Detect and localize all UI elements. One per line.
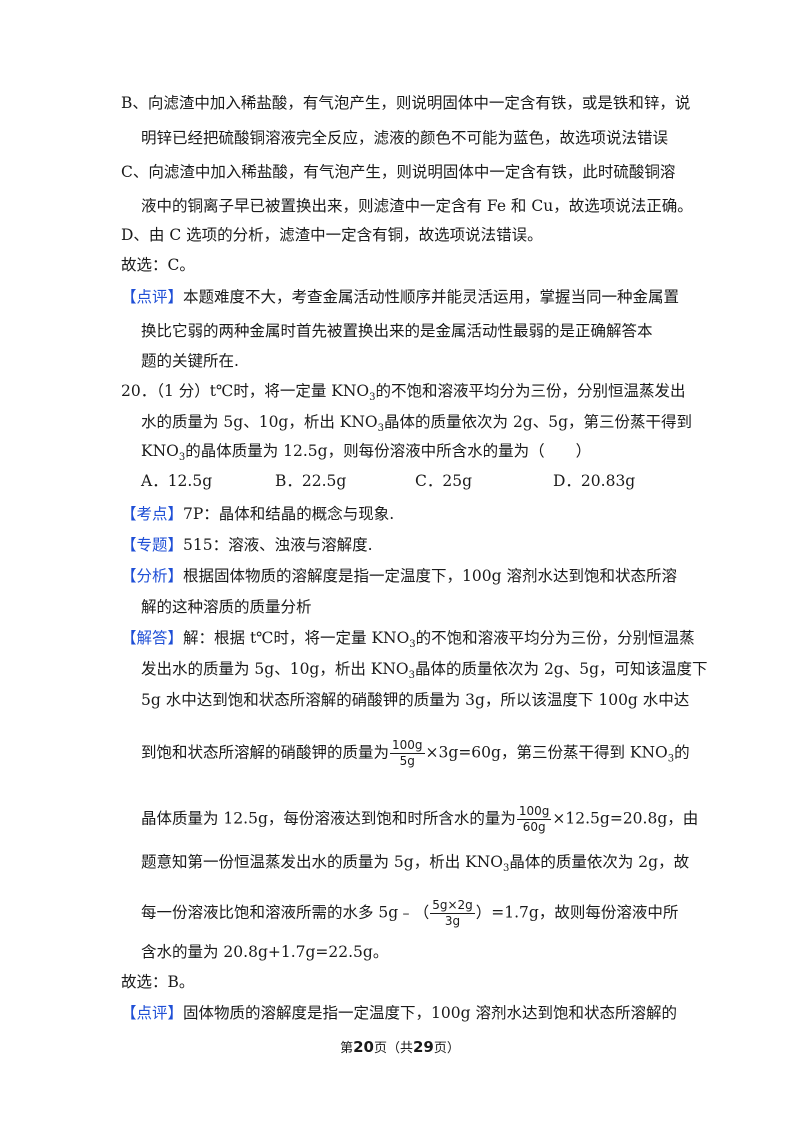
- total-page-number: 29: [413, 1038, 434, 1056]
- option-d: D．20.83g: [553, 472, 636, 490]
- solution-line3: 5g 水中达到饱和状态所溶解的硝酸钾的质量为 3g，所以该温度下 100g 水中…: [141, 691, 690, 709]
- option-c-line2: 液中的铜离子早已被置换出来，则滤渣中一定含有 Fe 和 Cu，故选项说法正确。: [141, 197, 693, 215]
- review-2-line1: 【点评】固体物质的溶解度是指一定温度下，100g 溶剂水达到饱和状态所溶解的: [121, 1004, 677, 1022]
- current-page-number: 20: [353, 1038, 374, 1056]
- option-b-line2: 明锌已经把硫酸铜溶液完全反应，滤液的颜色不可能为蓝色，故选项说法错误: [141, 129, 669, 147]
- option-b: B．22.5g: [275, 472, 347, 490]
- knowledge-point: 【考点】7P：晶体和结晶的概念与现象.: [121, 505, 395, 523]
- option-a: A．12.5g: [141, 472, 213, 490]
- analysis-line2: 解的这种溶质的质量分析: [141, 598, 312, 616]
- review-tag: 【点评】: [121, 288, 184, 306]
- answer-b: 故选：B。: [121, 973, 195, 991]
- question-20-line1: 20．（1 分）t℃时，将一定量 KNO3的不饱和溶液平均分为三份，分别恒温蒸发…: [121, 382, 686, 404]
- page-footer: 第20页（共29页）: [340, 1038, 460, 1056]
- answer-c: 故选：C。: [121, 256, 195, 274]
- solution-line8: 含水的量为 20.8g+1.7g=22.5g。: [141, 943, 389, 961]
- review-text: 本题难度不大，考查金属活动性顺序并能灵活运用，掌握当同一种金属置: [183, 288, 680, 306]
- option-c: C．25g: [415, 472, 473, 490]
- solution-line1: 【解答】解：根据 t℃时，将一定量 KNO3的不饱和溶液平均分为三份，分别恒温蒸: [121, 629, 695, 651]
- analysis-line1: 【分析】根据固体物质的溶解度是指一定温度下，100g 溶剂水达到饱和状态所溶: [121, 567, 677, 585]
- question-20-line2: 水的质量为 5g、10g，析出 KNO3晶体的质量依次为 2g、5g，第三份蒸干…: [141, 413, 693, 435]
- option-c-line1: C、向滤渣中加入稀盐酸，有气泡产生，则说明固体中一定含有铁，此时硫酸铜溶: [121, 163, 676, 181]
- review-1-line1: 【点评】本题难度不大，考查金属活动性顺序并能灵活运用，掌握当同一种金属置: [121, 287, 679, 307]
- question-20-line3: KNO3的晶体质量为 12.5g，则每份溶液中所含水的量为（ ）: [141, 442, 592, 464]
- review-1-line3: 题的关键所在.: [141, 352, 239, 370]
- option-b-line1: B、向滤渣中加入稀盐酸，有气泡产生，则说明固体中一定含有铁，或是铁和锌，说: [121, 94, 691, 112]
- solution-line6: 题意知第一份恒温蒸发出水的质量为 5g，析出 KNO3晶体的质量依次为 2g，故: [141, 853, 690, 875]
- review-1-line2: 换比它弱的两种金属时首先被置换出来的是金属活动性最弱的是正确解答本: [141, 322, 653, 340]
- topic: 【专题】515：溶液、浊液与溶解度.: [121, 536, 373, 554]
- option-d-line: D、由 C 选项的分析，滤渣中一定含有铜，故选项说法错误。: [121, 226, 543, 244]
- solution-line2: 发出水的质量为 5g、10g，析出 KNO3晶体的质量依次为 2g、5g，可知该…: [141, 660, 708, 682]
